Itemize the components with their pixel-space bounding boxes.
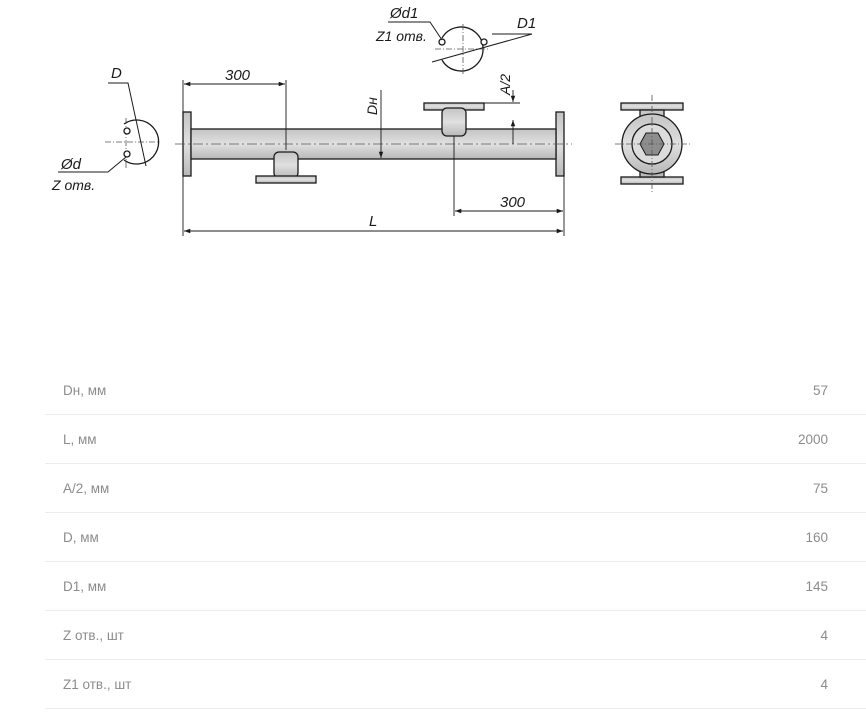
label-d: D bbox=[111, 65, 122, 82]
top-flange-detail bbox=[388, 21, 533, 74]
label-d-hole: Ød bbox=[60, 156, 82, 173]
dimension-300-right bbox=[453, 136, 565, 216]
table-row: A/2, мм 75 bbox=[45, 464, 866, 513]
spec-label: D1, мм bbox=[63, 578, 107, 594]
spec-label: Dн, мм bbox=[63, 382, 107, 398]
table-row: L, мм 2000 bbox=[45, 415, 866, 464]
dimension-a-half bbox=[484, 90, 520, 144]
spec-label: L, мм bbox=[63, 431, 97, 447]
label-dh: Dн bbox=[364, 97, 380, 115]
spec-value: 145 bbox=[805, 578, 828, 594]
label-z-holes: Z отв. bbox=[51, 177, 95, 193]
spec-value: 2000 bbox=[797, 431, 828, 447]
spec-value: 57 bbox=[812, 382, 828, 398]
spec-value: 75 bbox=[812, 480, 828, 496]
pipe-side-view bbox=[175, 102, 572, 184]
label-300-right: 300 bbox=[500, 194, 526, 211]
table-row: Dн, мм 57 bbox=[45, 366, 866, 415]
left-flange-detail bbox=[58, 82, 160, 173]
table-row: Z1 отв., шт 4 bbox=[45, 660, 866, 709]
table-row: D, мм 160 bbox=[45, 513, 866, 562]
spec-label: Z1 отв., шт bbox=[63, 676, 132, 692]
dimension-300-left bbox=[182, 80, 287, 150]
spec-label: D, мм bbox=[63, 529, 99, 545]
pipe-end-view bbox=[615, 95, 690, 192]
spec-label: A/2, мм bbox=[63, 480, 110, 496]
technical-drawing: Ød1 Z1 отв. D1 D Ød Z отв. 300 bbox=[51, 5, 690, 236]
table-row: Z отв., шт 4 bbox=[45, 611, 866, 660]
spec-value: 4 bbox=[820, 627, 828, 643]
label-length: L bbox=[369, 213, 377, 230]
table-row: D1, мм 145 bbox=[45, 562, 866, 611]
label-d1: D1 bbox=[517, 15, 536, 32]
label-z1-holes: Z1 отв. bbox=[375, 28, 427, 44]
specifications-table: Dн, мм 57 L, мм 2000 A/2, мм 75 D, мм 16… bbox=[45, 366, 866, 709]
spec-value: 4 bbox=[820, 676, 828, 692]
spec-value: 160 bbox=[805, 529, 828, 545]
label-d1-hole: Ød1 bbox=[389, 5, 418, 22]
dimension-l bbox=[182, 176, 565, 236]
spec-label: Z отв., шт bbox=[63, 627, 124, 643]
label-300-left: 300 bbox=[225, 67, 251, 84]
label-a-half: A/2 bbox=[497, 74, 513, 96]
